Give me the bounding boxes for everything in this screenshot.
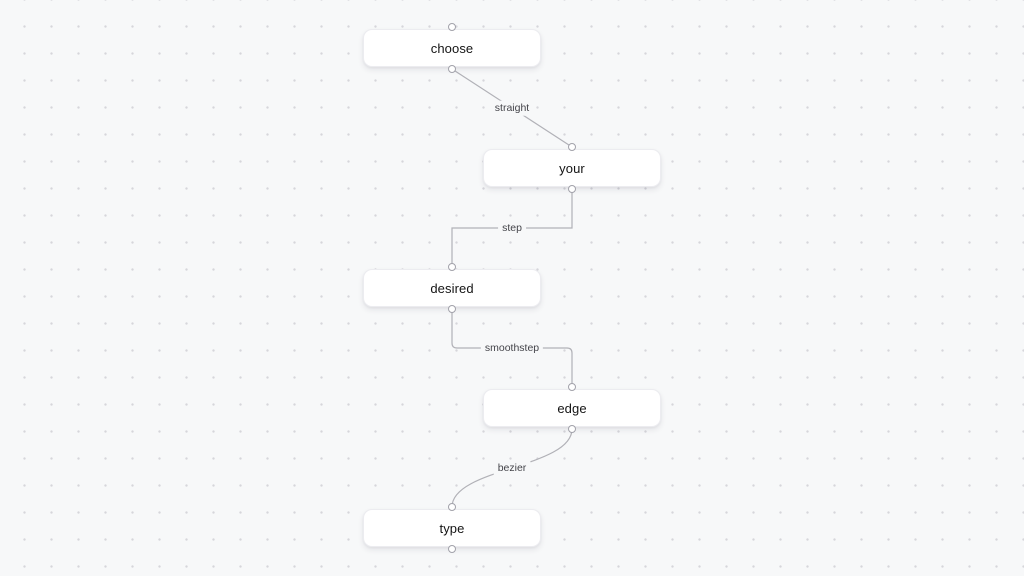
node-label-choose: choose bbox=[430, 40, 474, 56]
flow-node-edge[interactable]: edge bbox=[483, 389, 661, 427]
handle-bottom-edge[interactable] bbox=[568, 425, 576, 433]
edge-label-smoothstep[interactable]: smoothstep bbox=[480, 340, 544, 356]
edge-label-straight[interactable]: straight bbox=[490, 100, 534, 116]
node-label-your: your bbox=[559, 160, 585, 176]
flow-node-your[interactable]: your bbox=[483, 149, 661, 187]
handle-top-type[interactable] bbox=[448, 503, 456, 511]
node-label-edge: edge bbox=[557, 400, 587, 416]
node-label-type: type bbox=[439, 520, 465, 536]
edge-label-bezier[interactable]: bezier bbox=[493, 460, 531, 476]
handle-top-desired[interactable] bbox=[448, 263, 456, 271]
flow-node-desired[interactable]: desired bbox=[363, 269, 541, 307]
handle-bottom-type[interactable] bbox=[448, 545, 456, 553]
handle-bottom-choose[interactable] bbox=[448, 65, 456, 73]
handle-top-your[interactable] bbox=[568, 143, 576, 151]
handle-top-choose[interactable] bbox=[448, 23, 456, 31]
handle-bottom-desired[interactable] bbox=[448, 305, 456, 313]
node-label-desired: desired bbox=[430, 280, 474, 296]
handle-bottom-your[interactable] bbox=[568, 185, 576, 193]
edge-label-step[interactable]: step bbox=[498, 220, 526, 236]
handle-top-edge[interactable] bbox=[568, 383, 576, 391]
flow-node-choose[interactable]: choose bbox=[363, 29, 541, 67]
flow-node-type[interactable]: type bbox=[363, 509, 541, 547]
